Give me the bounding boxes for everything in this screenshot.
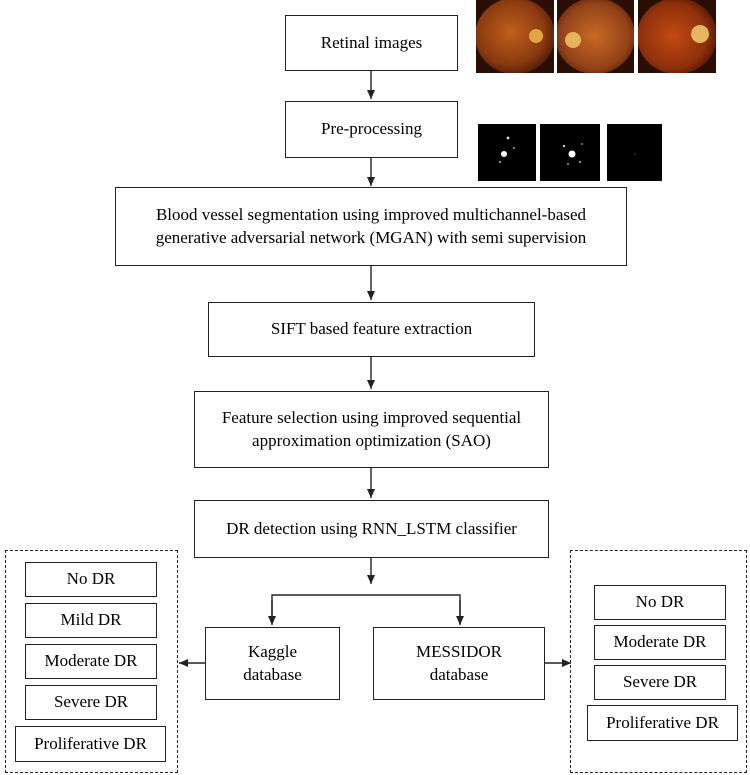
messidor-class-label: Severe DR xyxy=(622,672,698,692)
preprocessed-image-2 xyxy=(540,124,600,181)
messidor-class-label: Proliferative DR xyxy=(606,712,719,732)
retinal-image-2-graphic xyxy=(557,0,634,73)
sift-box: SIFT based feature extraction xyxy=(208,302,535,357)
split-connector xyxy=(271,594,461,624)
feature-selection-box: Feature selection using improved sequent… xyxy=(194,391,549,468)
retinal-images-box: Retinal images xyxy=(285,15,458,71)
messidor-class-proliferative-dr: Proliferative DR xyxy=(587,705,738,741)
kaggle-box: Kaggle database xyxy=(205,627,340,700)
retinal-image-2 xyxy=(557,0,634,73)
messidor-label-line1: MESSIDOR xyxy=(416,641,502,661)
preprocessing-label: Pre-processing xyxy=(320,119,423,139)
feature-selection-label-line2: approximation optimization (SAO) xyxy=(252,430,491,450)
messidor-class-severe-dr: Severe DR xyxy=(594,665,726,700)
messidor-class-no-dr: No DR xyxy=(594,585,726,620)
preprocessing-box: Pre-processing xyxy=(285,101,458,158)
kaggle-class-label: Severe DR xyxy=(53,692,129,712)
messidor-class-moderate-dr: Moderate DR xyxy=(594,625,726,660)
retinal-image-1-graphic xyxy=(476,0,554,73)
preprocessed-image-3 xyxy=(607,124,662,181)
kaggle-class-mild-dr: Mild DR xyxy=(25,603,157,638)
sift-label: SIFT based feature extraction xyxy=(270,319,473,339)
segmentation-box: Blood vessel segmentation using improved… xyxy=(115,187,627,266)
detection-label: DR detection using RNN_LSTM classifier xyxy=(226,518,517,538)
kaggle-classes-group xyxy=(5,550,178,773)
retinal-image-1 xyxy=(476,0,554,73)
detection-box: DR detection using RNN_LSTM classifier xyxy=(194,500,549,558)
retinal-image-3 xyxy=(638,0,716,73)
messidor-classes-group xyxy=(570,550,747,773)
preprocessed-image-2-graphic xyxy=(562,143,583,165)
kaggle-class-severe-dr: Severe DR xyxy=(25,685,157,720)
messidor-box: MESSIDOR database xyxy=(373,627,545,700)
messidor-class-label: Moderate DR xyxy=(613,632,707,652)
messidor-label-line2: database xyxy=(429,664,489,684)
kaggle-class-label: Mild DR xyxy=(60,610,122,630)
preprocessed-image-1 xyxy=(478,124,536,181)
retinal-images-label: Retinal images xyxy=(320,32,423,52)
kaggle-label-line1: Kaggle xyxy=(247,641,298,661)
kaggle-class-label: Proliferative DR xyxy=(34,733,147,753)
retinal-image-3-graphic xyxy=(638,0,716,73)
kaggle-label-line2: database xyxy=(243,664,302,684)
kaggle-class-moderate-dr: Moderate DR xyxy=(25,644,157,679)
kaggle-class-proliferative-dr: Proliferative DR xyxy=(15,726,166,762)
feature-selection-label-line1: Feature selection using improved sequent… xyxy=(221,407,522,427)
kaggle-class-label: Moderate DR xyxy=(44,651,138,671)
kaggle-class-no-dr: No DR xyxy=(25,562,157,597)
kaggle-class-label: No DR xyxy=(66,569,116,589)
segmentation-label-line1: Blood vessel segmentation using improved… xyxy=(155,204,587,224)
messidor-class-label: No DR xyxy=(635,592,685,612)
preprocessed-image-1-graphic xyxy=(499,136,515,163)
preprocessed-image-3-graphic xyxy=(634,153,636,155)
segmentation-label-line2: generative adversarial network (MGAN) wi… xyxy=(155,227,587,247)
